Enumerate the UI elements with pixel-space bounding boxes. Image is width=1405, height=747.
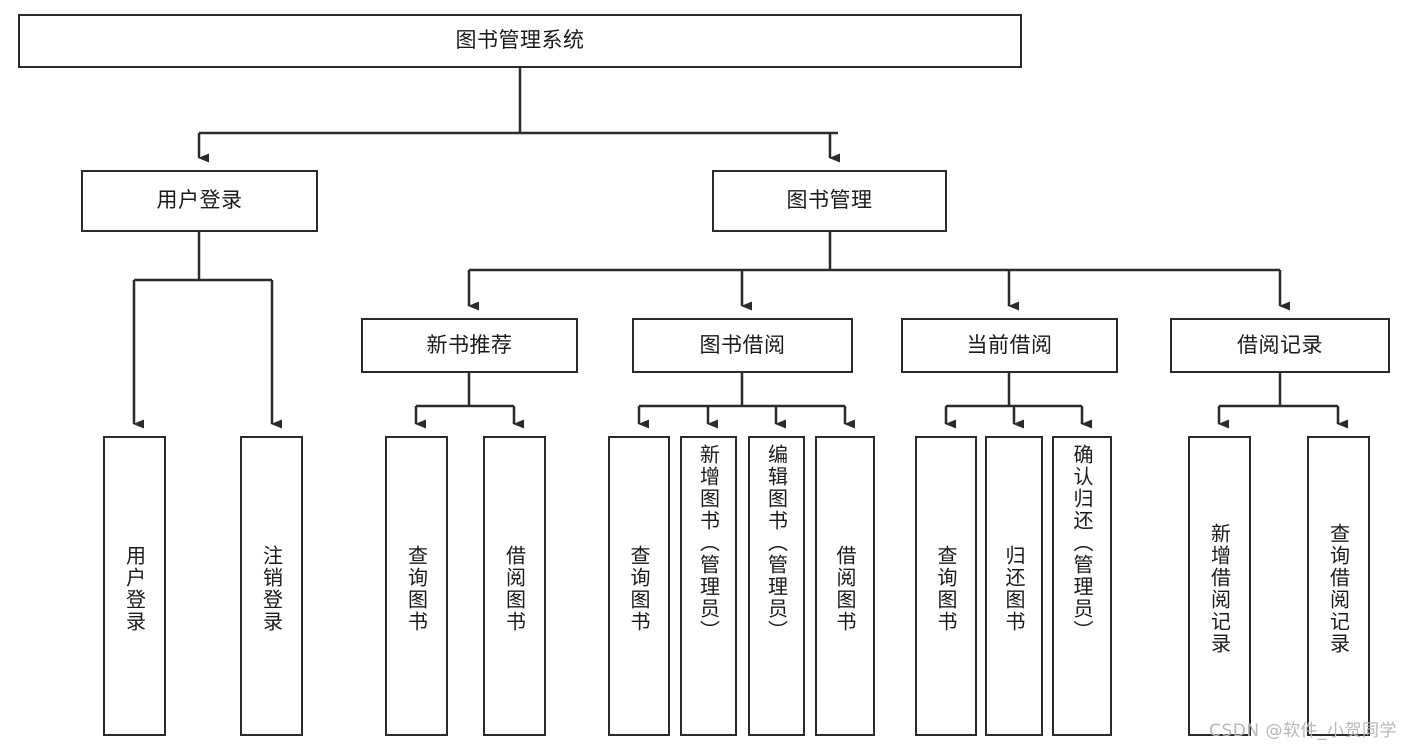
leaf-query-borrow-record[interactable]: 查询借阅记录 — [1307, 436, 1370, 736]
leaf-borrow-book-recommend-label: 借阅图书 — [502, 545, 527, 633]
watermark-text: CSDN @软件_小贺同学 — [1209, 721, 1397, 741]
node-borrow-record[interactable]: 借阅记录 — [1170, 318, 1390, 373]
leaf-edit-book-admin[interactable]: 编辑图书（管理员） — [748, 436, 805, 736]
leaf-user-logout-label: 注销登录 — [259, 545, 284, 633]
node-book-management-label: 图书管理 — [786, 188, 873, 213]
node-root[interactable]: 图书管理系统 — [18, 14, 1022, 68]
leaf-query-book-current[interactable]: 查询图书 — [915, 436, 977, 736]
node-book-borrow-label: 图书借阅 — [699, 332, 786, 357]
leaf-edit-book-admin-label: 编辑图书（管理员） — [764, 444, 789, 642]
leaf-borrow-book-recommend[interactable]: 借阅图书 — [483, 436, 546, 736]
leaf-lend-book[interactable]: 借阅图书 — [815, 436, 875, 736]
leaf-query-book-current-label: 查询图书 — [934, 545, 958, 633]
leaf-add-book-admin-label: 新增图书（管理员） — [696, 444, 721, 642]
node-user-login[interactable]: 用户登录 — [81, 170, 318, 232]
leaf-add-borrow-record-label: 新增借阅记录 — [1207, 523, 1232, 655]
leaf-query-book-recommend[interactable]: 查询图书 — [385, 436, 448, 736]
leaf-lend-book-label: 借阅图书 — [833, 545, 857, 633]
node-book-borrow[interactable]: 图书借阅 — [632, 318, 853, 373]
leaf-user-login-label: 用户登录 — [122, 545, 147, 633]
leaf-add-book-admin[interactable]: 新增图书（管理员） — [680, 436, 737, 736]
leaf-query-book-borrow[interactable]: 查询图书 — [608, 436, 670, 736]
leaf-query-book-recommend-label: 查询图书 — [404, 545, 429, 633]
leaf-confirm-return-admin[interactable]: 确认归还（管理员） — [1052, 436, 1112, 736]
leaf-add-borrow-record[interactable]: 新增借阅记录 — [1188, 436, 1251, 736]
node-current-borrow[interactable]: 当前借阅 — [901, 318, 1118, 373]
leaf-return-book-label: 归还图书 — [1002, 545, 1026, 633]
leaf-user-login[interactable]: 用户登录 — [103, 436, 166, 736]
leaf-return-book[interactable]: 归还图书 — [985, 436, 1043, 736]
leaf-query-book-borrow-label: 查询图书 — [627, 545, 651, 633]
leaf-user-logout[interactable]: 注销登录 — [240, 436, 303, 736]
leaf-query-borrow-record-label: 查询借阅记录 — [1326, 523, 1351, 655]
node-user-login-label: 用户登录 — [156, 188, 243, 213]
node-current-borrow-label: 当前借阅 — [966, 332, 1053, 357]
node-borrow-record-label: 借阅记录 — [1237, 332, 1323, 357]
leaf-confirm-return-admin-label: 确认归还（管理员） — [1070, 444, 1094, 642]
node-root-label: 图书管理系统 — [455, 28, 585, 53]
node-new-book-recommend-label: 新书推荐 — [426, 332, 513, 357]
node-new-book-recommend[interactable]: 新书推荐 — [361, 318, 578, 373]
node-book-management[interactable]: 图书管理 — [712, 170, 947, 232]
